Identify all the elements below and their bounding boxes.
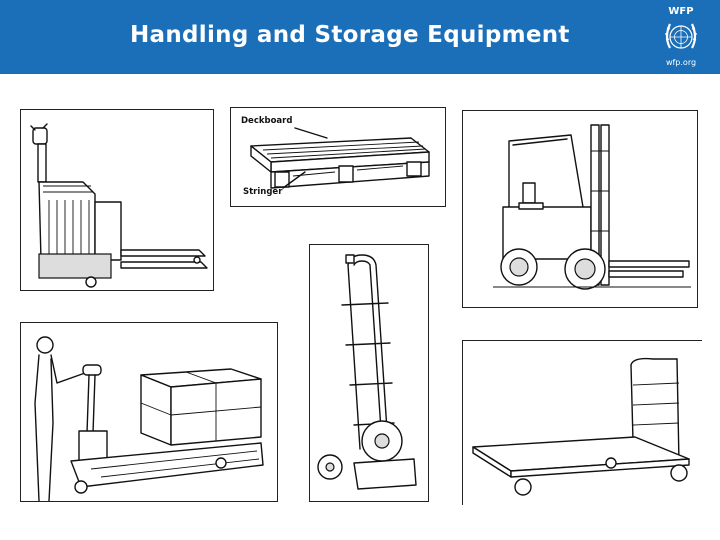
- wfp-logo: WFP wfp.org: [654, 4, 708, 70]
- platform-trolley-image: [462, 340, 702, 505]
- platform-trolley-drawing: [472, 357, 690, 496]
- page-title: Handling and Storage Equipment: [130, 22, 570, 48]
- pallet-drawing: [250, 127, 430, 189]
- electric-pallet-truck-drawing: [30, 123, 208, 288]
- un-emblem-icon: [665, 23, 697, 49]
- pallet-jack-with-load-image: [20, 322, 278, 502]
- forklift-image: [462, 110, 698, 308]
- logo-text: WFP: [668, 6, 694, 17]
- stringer-label: Stringer: [243, 187, 283, 197]
- pallet-jack-drawing: [34, 336, 264, 501]
- forklift-drawing: [493, 124, 691, 290]
- header-bar: Handling and Storage Equipment WFP wfp.o…: [0, 0, 720, 74]
- pallet-diagram-image: Deckboard Stringer: [230, 107, 446, 207]
- hand-truck-image: [309, 244, 429, 502]
- hand-truck-drawing: [317, 254, 417, 490]
- electric-pallet-truck-image: [20, 109, 214, 291]
- deckboard-label: Deckboard: [241, 116, 293, 126]
- logo-url: wfp.org: [665, 58, 697, 67]
